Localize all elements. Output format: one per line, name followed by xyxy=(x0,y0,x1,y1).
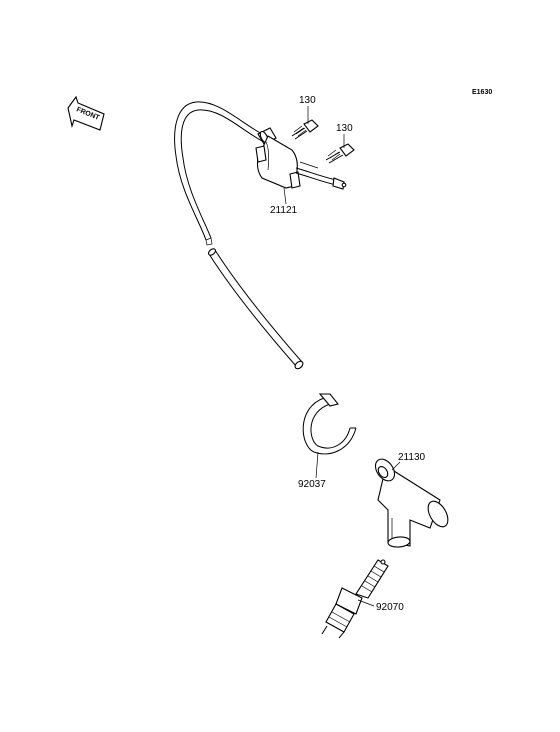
cable-clamp xyxy=(302,393,357,455)
leader-lines xyxy=(283,106,401,607)
diagram-code: E1630 xyxy=(472,89,492,96)
part-label-21130: 21130 xyxy=(398,452,426,463)
part-label-21121: 21121 xyxy=(270,205,298,216)
spark-plug-cap xyxy=(374,458,449,548)
bolt-130-left xyxy=(291,119,319,140)
front-arrow-icon: FRONT xyxy=(67,95,105,131)
ignition-cable-upper xyxy=(174,101,263,246)
part-label-92037: 92037 xyxy=(298,479,326,490)
part-label-92070: 92070 xyxy=(376,602,404,613)
part-label-130-right: 130 xyxy=(336,123,353,134)
ignition-coil xyxy=(255,127,347,190)
bolt-130-right xyxy=(325,143,355,164)
ignition-cable-lower xyxy=(207,248,304,370)
spark-plug xyxy=(321,559,389,639)
part-label-130-left: 130 xyxy=(299,95,316,106)
